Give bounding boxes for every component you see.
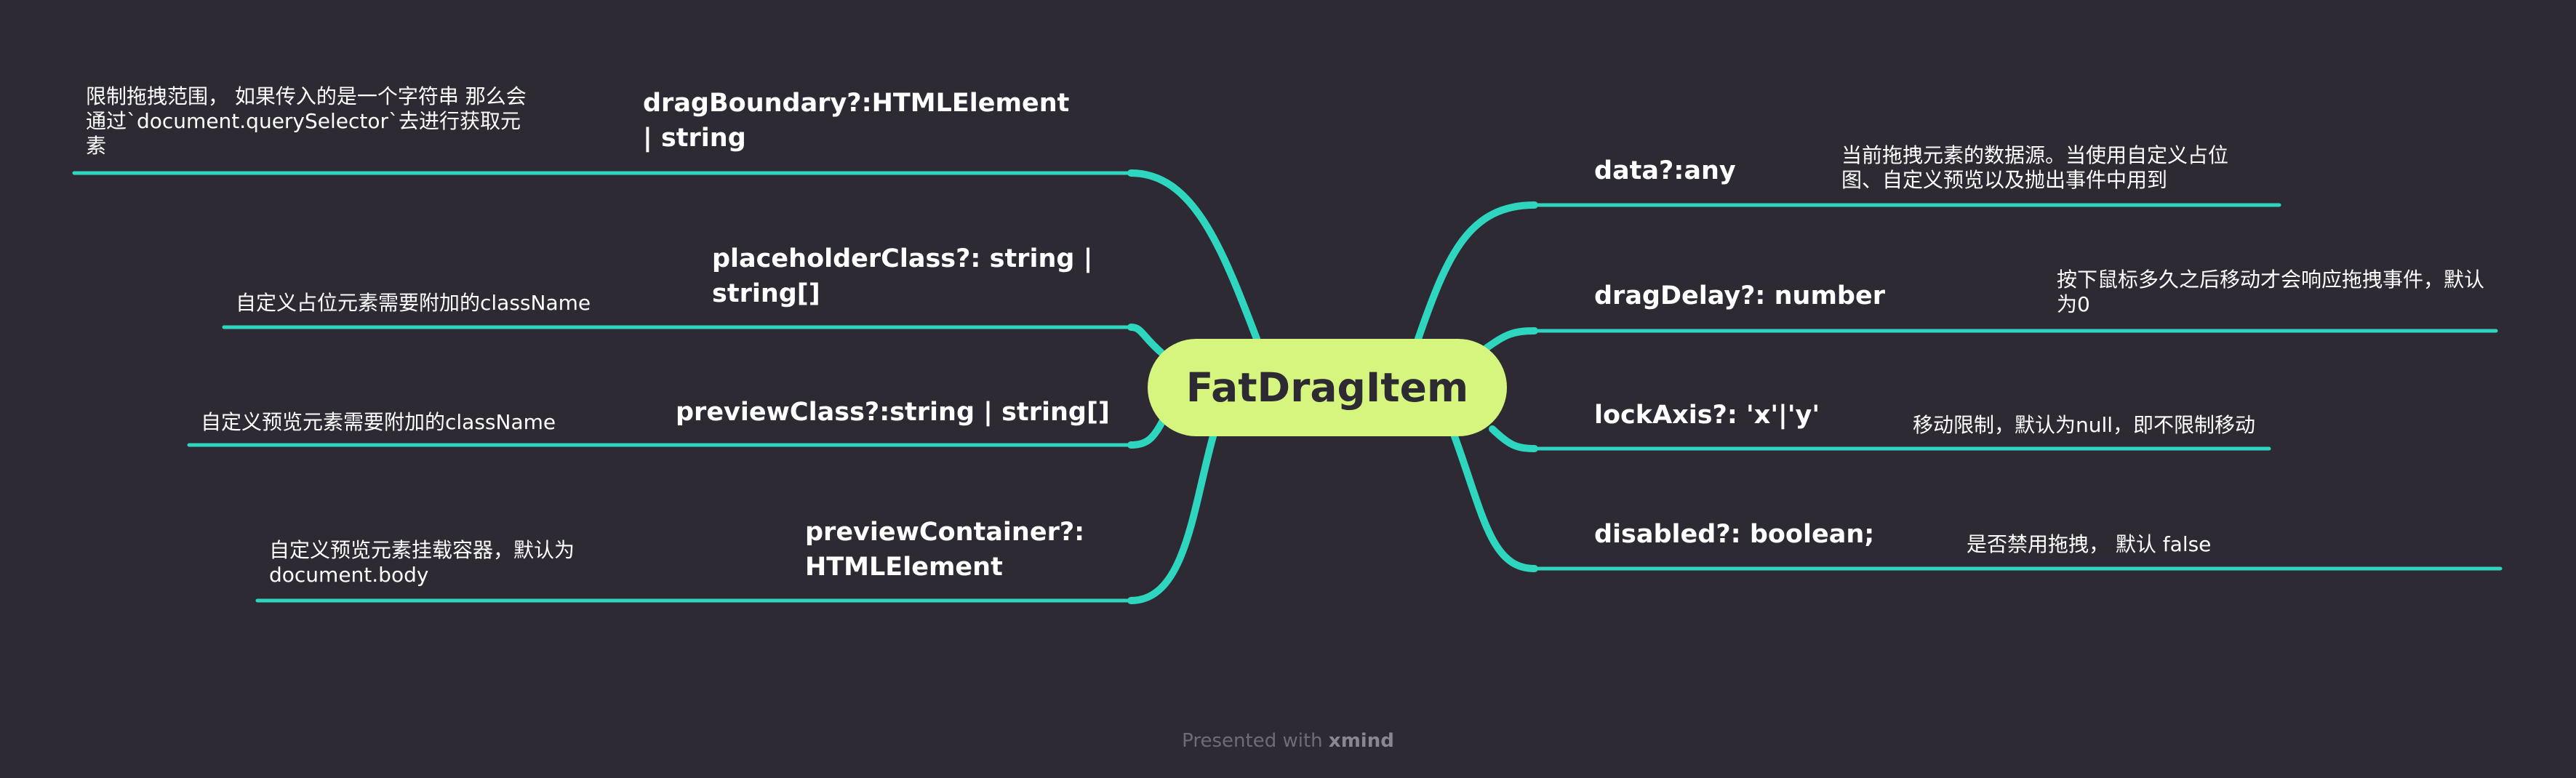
- branch-label-data[interactable]: data?:any: [1594, 156, 1736, 185]
- branch-desc-disabled: 是否禁用拖拽， 默认 false: [1967, 532, 2212, 556]
- edge-placeholder-class: [1127, 324, 1166, 357]
- xmind-brand: xmind: [1328, 730, 1394, 752]
- edge-preview-container: [1127, 433, 1217, 604]
- edge-disabled: [1451, 433, 1538, 572]
- branch-desc-lock-axis: 移动限制，默认为null，即不限制移动: [1913, 413, 2256, 437]
- central-topic-label: FatDragItem: [1185, 364, 1469, 411]
- presented-with-footer: Presented with xmind: [0, 730, 2576, 752]
- branch-label-drag-boundary[interactable]: dragBoundary?:HTMLElement | string: [643, 89, 1070, 153]
- branch-desc-drag-boundary: 限制拖拽范围， 如果传入的是一个字符串 那么会通过`document.query…: [86, 84, 527, 158]
- branch-desc-preview-container: 自定义预览元素挂载容器，默认为document.body: [269, 538, 575, 587]
- branch-desc-preview-class: 自定义预览元素需要附加的className: [201, 410, 556, 434]
- branch-desc-data: 当前拖拽元素的数据源。当使用自定义占位图、自定义预览以及抛出事件中用到: [1841, 143, 2229, 192]
- branch-desc-drag-delay: 按下鼠标多久之后移动才会响应拖拽事件，默认为0: [2057, 268, 2485, 316]
- branch-label-preview-class[interactable]: previewClass?:string | string[]: [676, 398, 1110, 427]
- branch-label-placeholder-class[interactable]: placeholderClass?: string | string[]: [712, 244, 1093, 308]
- central-topic[interactable]: FatDragItem: [1148, 339, 1507, 436]
- branch-desc-placeholder-class: 自定义占位元素需要附加的className: [236, 291, 591, 315]
- edge-data: [1415, 201, 1538, 342]
- branch-label-disabled[interactable]: disabled?: boolean;: [1594, 520, 1875, 549]
- branch-label-lock-axis[interactable]: lockAxis?: 'x'|'y': [1594, 401, 1820, 430]
- branch-label-preview-container[interactable]: previewContainer?: HTMLElement: [805, 518, 1085, 582]
- edge-drag-delay: [1481, 327, 1538, 353]
- edge-lock-axis: [1489, 425, 1538, 452]
- edge-preview-class: [1127, 418, 1166, 449]
- footer-prefix: Presented with: [1182, 730, 1323, 752]
- edge-drag-boundary: [1127, 169, 1260, 342]
- branch-label-drag-delay[interactable]: dragDelay?: number: [1594, 281, 1885, 310]
